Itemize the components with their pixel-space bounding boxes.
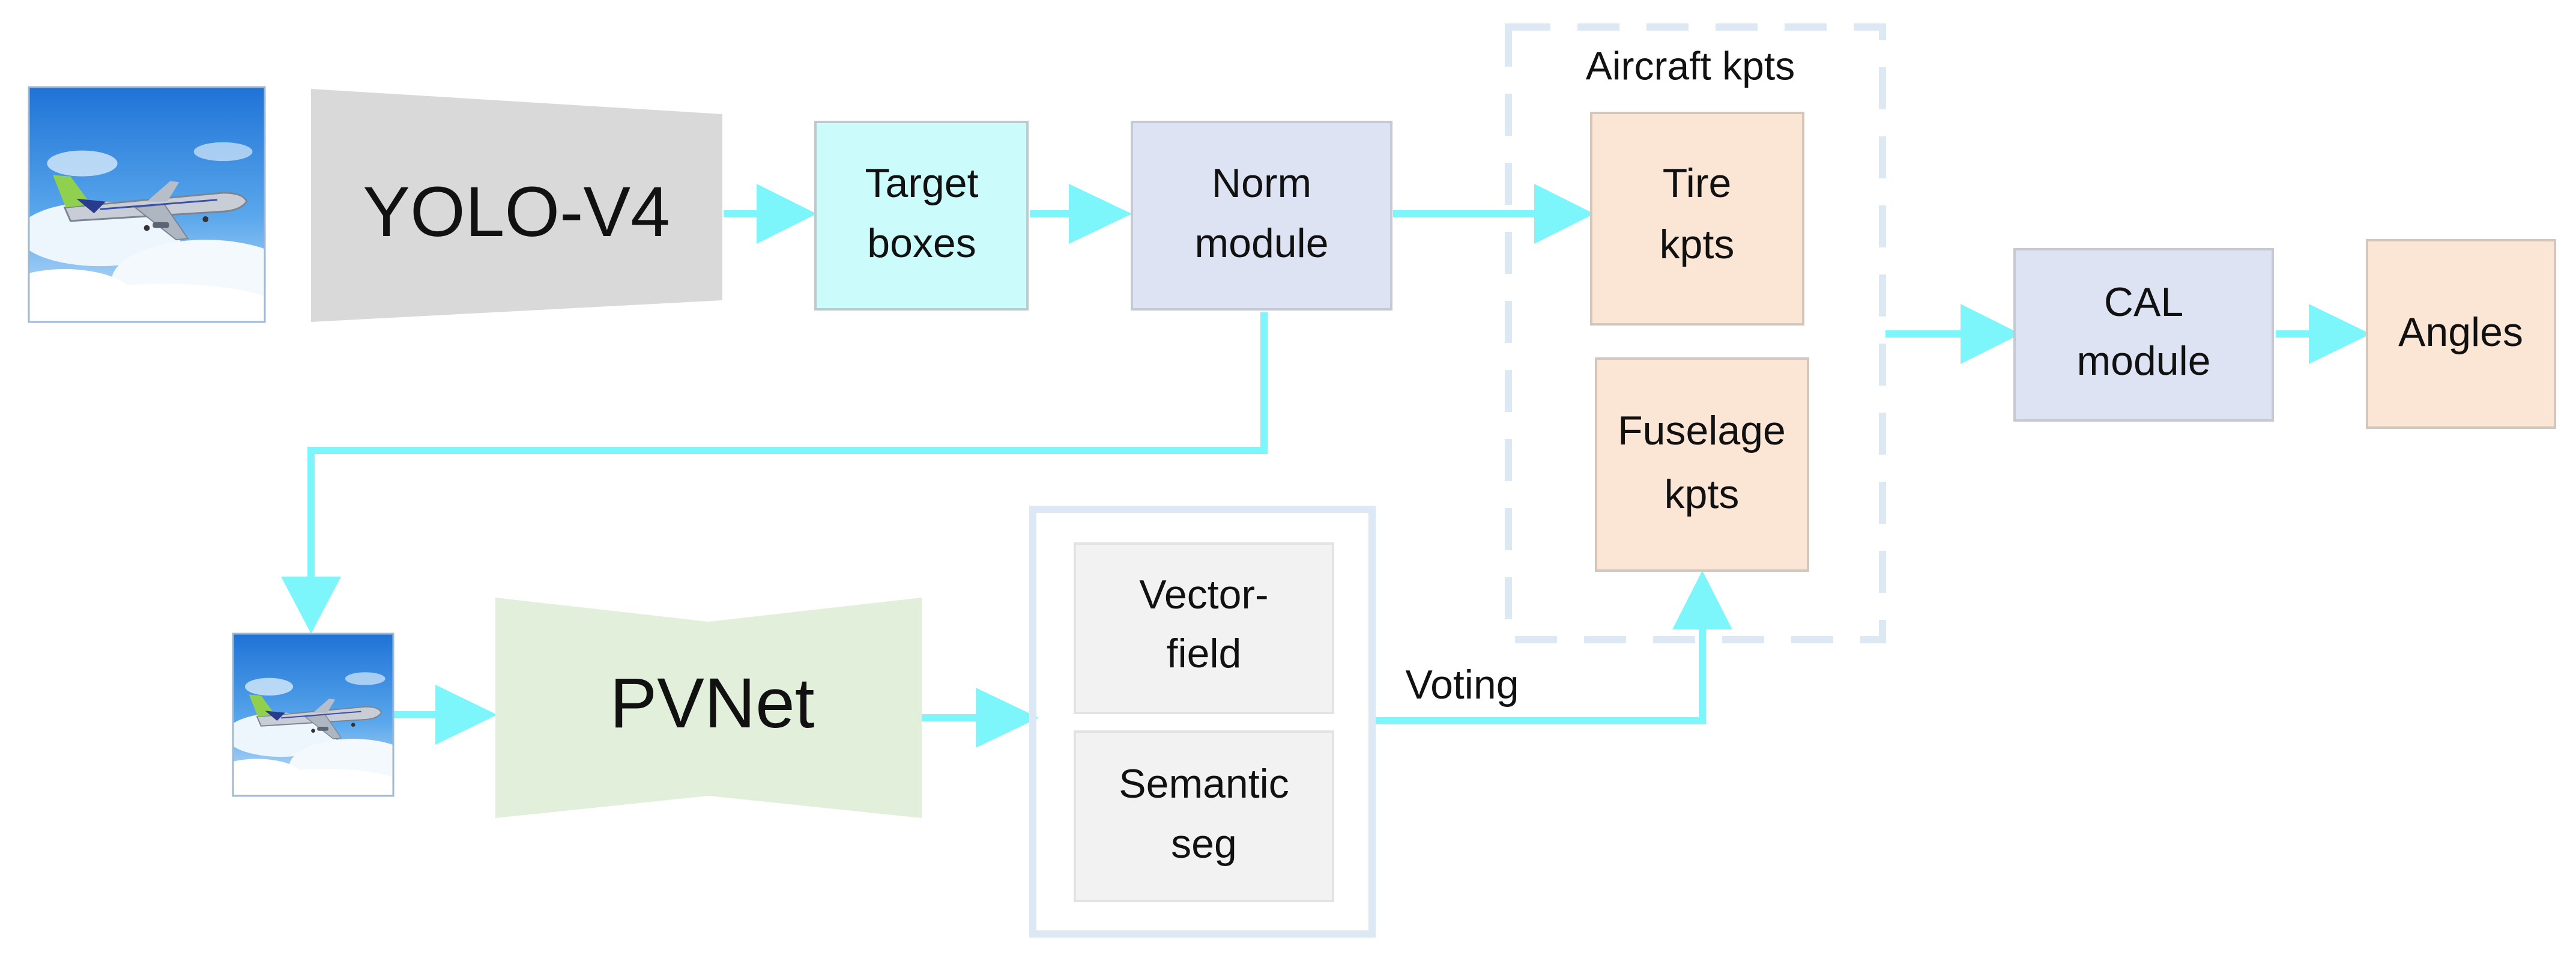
tire-kpts-label-line1: Tire xyxy=(1663,160,1732,206)
crop-image xyxy=(232,632,395,797)
vector-field-label-line1: Vector- xyxy=(1139,572,1268,617)
yolo-v4-block: YOLO-V4 xyxy=(311,89,722,322)
arrow-norm-to-crop xyxy=(307,312,1268,586)
pvnet-label: PVNet xyxy=(609,664,814,743)
arrowhead-group-to-cal xyxy=(1961,304,2021,364)
input-image xyxy=(28,86,266,323)
target-boxes-label-line2: boxes xyxy=(867,220,976,266)
aircraft-kpts-label: Aircraft kpts xyxy=(1586,43,1795,88)
target-boxes-label-line1: Target xyxy=(865,160,979,206)
semantic-seg-label-line1: Semantic xyxy=(1119,761,1289,807)
norm-module-label-line2: module xyxy=(1194,220,1328,266)
arrowhead-crop-to-pvnet xyxy=(435,685,497,745)
fuselage-kpts-label-line1: Fuselage xyxy=(1618,408,1786,453)
target-boxes-node: Target boxes xyxy=(814,121,1029,311)
arrow-voting-to-fuselage xyxy=(1372,625,1706,724)
voting-edge-label: Voting xyxy=(1405,662,1519,708)
fuselage-kpts-label-line2: kpts xyxy=(1664,471,1740,517)
semantic-seg-label-line2: seg xyxy=(1171,821,1237,867)
arrowhead-voting-to-fuselage xyxy=(1672,571,1732,629)
arrowhead-norm-to-tire xyxy=(1534,184,1594,244)
angles-label: Angles xyxy=(2398,309,2523,355)
tire-kpts-node: Tire kpts xyxy=(1590,112,1804,326)
aircraft-kpts-group: Aircraft kpts xyxy=(1505,23,1886,643)
semantic-seg-node: Semantic seg xyxy=(1074,730,1334,902)
tire-kpts-label-line2: kpts xyxy=(1660,222,1735,267)
arrowhead-cal-to-angles xyxy=(2309,304,2371,364)
norm-module-node: Norm module xyxy=(1131,121,1392,311)
arrowhead-target-to-norm xyxy=(1069,184,1132,244)
angles-node: Angles xyxy=(2366,239,2556,429)
yolo-v4-label: YOLO-V4 xyxy=(363,172,670,252)
arrowhead-yolo-to-target xyxy=(757,184,817,244)
norm-module-label-line1: Norm xyxy=(1212,160,1311,206)
fuselage-kpts-node: Fuselage kpts xyxy=(1595,357,1809,572)
cal-module-label-line2: module xyxy=(2076,338,2210,384)
vector-field-label-line2: field xyxy=(1167,631,1242,676)
pvnet-output-group xyxy=(1029,506,1376,938)
cal-module-node: CAL module xyxy=(2013,248,2274,422)
cal-module-label-line1: CAL xyxy=(2104,279,2183,325)
arrowhead-norm-to-crop xyxy=(281,577,341,634)
arrowhead-pvnet-to-seg xyxy=(976,688,1039,748)
vector-field-node: Vector- field xyxy=(1074,542,1334,714)
pvnet-block: PVNet xyxy=(495,598,922,818)
